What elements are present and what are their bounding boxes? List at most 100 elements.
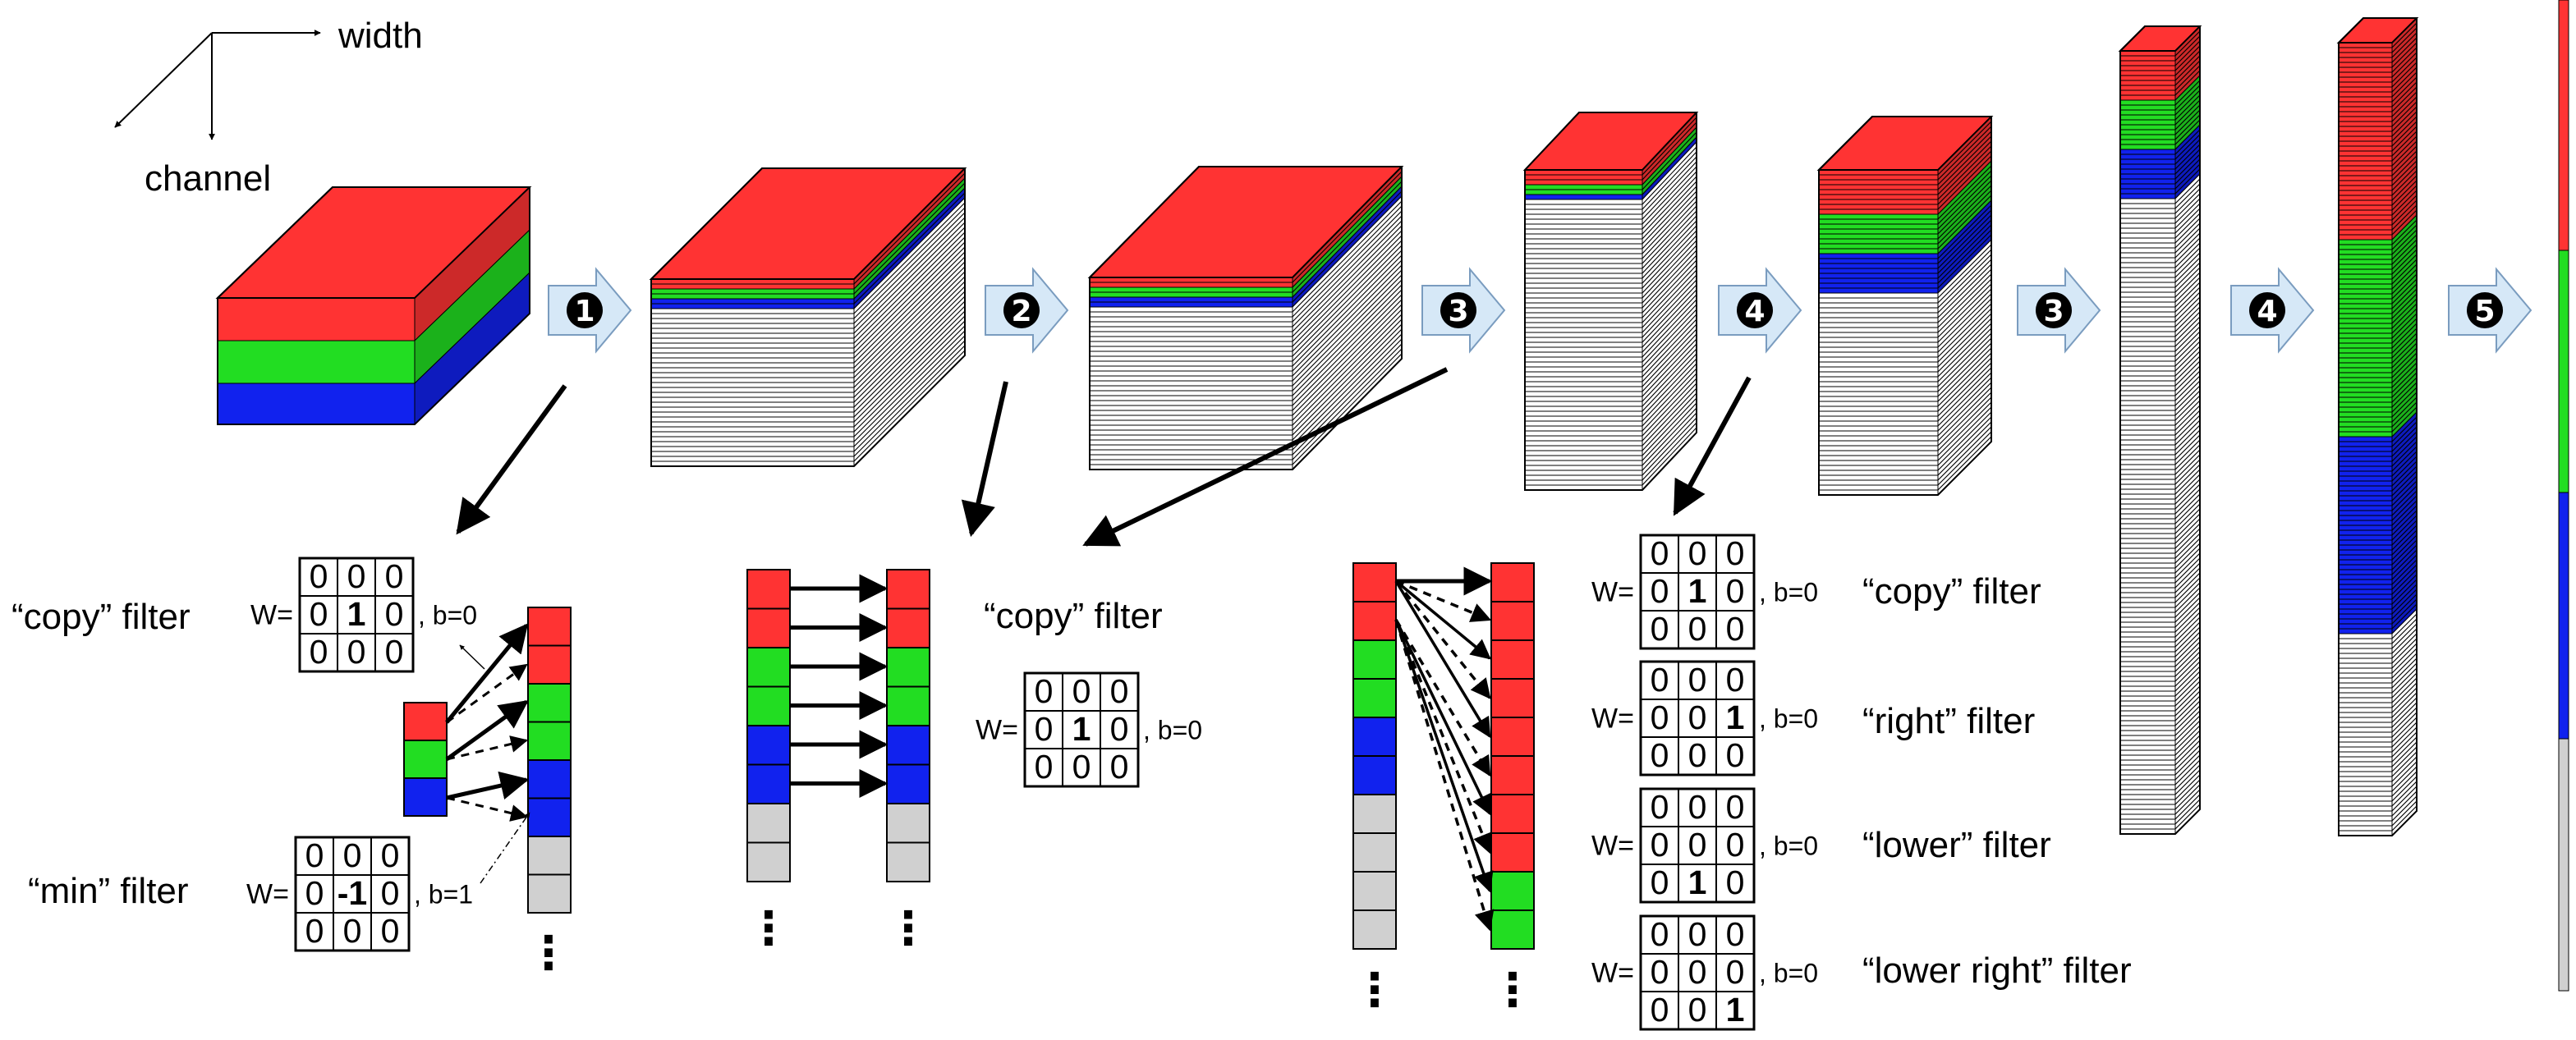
block-front-layer [2338,372,2393,378]
block-front-layer [650,337,855,344]
step-arrow-s3a: 3 [1421,267,1506,354]
block-front-layer [2119,198,2176,204]
block-front-layer [2338,677,2393,684]
block-front-layer [2338,337,2393,344]
matrix-value: 0 [385,633,404,671]
block-front-layer [2338,544,2393,551]
block-front-layer [2119,89,2176,96]
connection-arrow [1395,580,1492,622]
block-front-layer [1524,332,1643,338]
block-front-layer [1089,286,1293,293]
block-front-layer [1089,331,1293,337]
block-front-layer [1524,238,1643,245]
block-front-layer [1524,228,1643,235]
block-front-layer [2119,365,2176,372]
column-cell [746,569,791,610]
block-front-layer [1089,424,1293,431]
block-front-layer [2338,209,2393,216]
block-front-layer [2338,195,2393,201]
column-cell [1490,678,1535,718]
block-front-layer [650,283,855,290]
column-cell [1352,601,1397,641]
block-front-layer [2338,475,2393,482]
block-front-layer [2119,331,2176,337]
block-front-layer [2338,328,2393,334]
block-front-layer [2338,638,2393,644]
block-front-layer [1818,287,1939,294]
block-front-layer [1524,361,1643,368]
column-cell [1352,794,1397,834]
block-front-layer [2338,352,2393,359]
block-after-step4a [1816,115,1994,497]
block-front-layer [2119,316,2176,323]
matrix-value: 0 [385,595,404,633]
column-cell [527,873,572,914]
block-front-layer [2119,311,2176,318]
column-cell [1490,871,1535,911]
block-front-layer [1089,405,1293,411]
block-front-layer [2119,774,2176,781]
matrix-value: 0 [1688,953,1707,991]
bias-label: , b=0 [1759,704,1818,734]
block-front-layer [2338,180,2393,186]
step-arrow-s4b: 4 [2230,267,2315,354]
block-front-layer [2338,224,2393,231]
block-front-layer [2338,756,2393,763]
block-front-layer [1524,277,1643,284]
block-front-layer [2338,485,2393,492]
block-front-layer [2119,769,2176,776]
block-front-layer [2119,252,2176,259]
step-arrow-s1: 1 [548,267,632,354]
block-front-layer [1524,312,1643,318]
block-front-layer [2119,350,2176,357]
block-front-layer [650,456,855,462]
input-column-1 [403,702,448,817]
block-front-layer [2338,199,2393,206]
block-front-layer [1089,429,1293,436]
step-number-s5: 5 [2474,295,2495,328]
block-front-layer [2338,298,2393,305]
block-front-layer [2119,218,2176,224]
column-cell [886,763,930,804]
block-front-layer [2119,55,2176,62]
block-front-layer [1818,415,1939,422]
block-front-layer [2338,421,2393,428]
connection-arrow [1394,619,1495,932]
block-front-layer [650,332,855,339]
block-front-layer [650,436,855,442]
block-front-layer [1818,233,1939,240]
block-front-layer [2119,690,2176,697]
step-number-badge [2249,292,2285,328]
block-front-layer [2119,119,2176,126]
block-front-layer [2338,702,2393,708]
block-front-layer [1818,327,1939,333]
block-front-layer [1818,460,1939,466]
step-number-s3b: 3 [2043,295,2064,328]
block-outline [2119,25,2201,835]
matrix-value: 0 [1726,534,1745,572]
block-front-layer [1818,248,1939,254]
matrix-value: 0 [1688,788,1707,826]
block-front-layer [2119,528,2176,534]
block-front-layer [1089,400,1293,406]
block-front-layer [2119,715,2176,722]
block-front-layer [1818,228,1939,235]
block-front-layer [2338,135,2393,142]
block-front-layer [2119,488,2176,495]
block-front-layer [1818,440,1939,447]
block-front-layer [2338,121,2393,127]
block-front-layer [2338,101,2393,108]
column-cell [746,647,791,688]
block-front-layer [2119,740,2176,746]
block-front-layer [2119,547,2176,554]
block-front-layer [1524,445,1643,451]
block-front-layer [2338,96,2393,103]
block-front-layer [2119,173,2176,180]
block-front-layer [2338,150,2393,157]
column-cell [886,841,930,882]
block-front-layer [217,383,416,425]
block-front-layer [2338,57,2393,63]
block-front-layer [1818,238,1939,245]
block-front-layer [2338,342,2393,349]
